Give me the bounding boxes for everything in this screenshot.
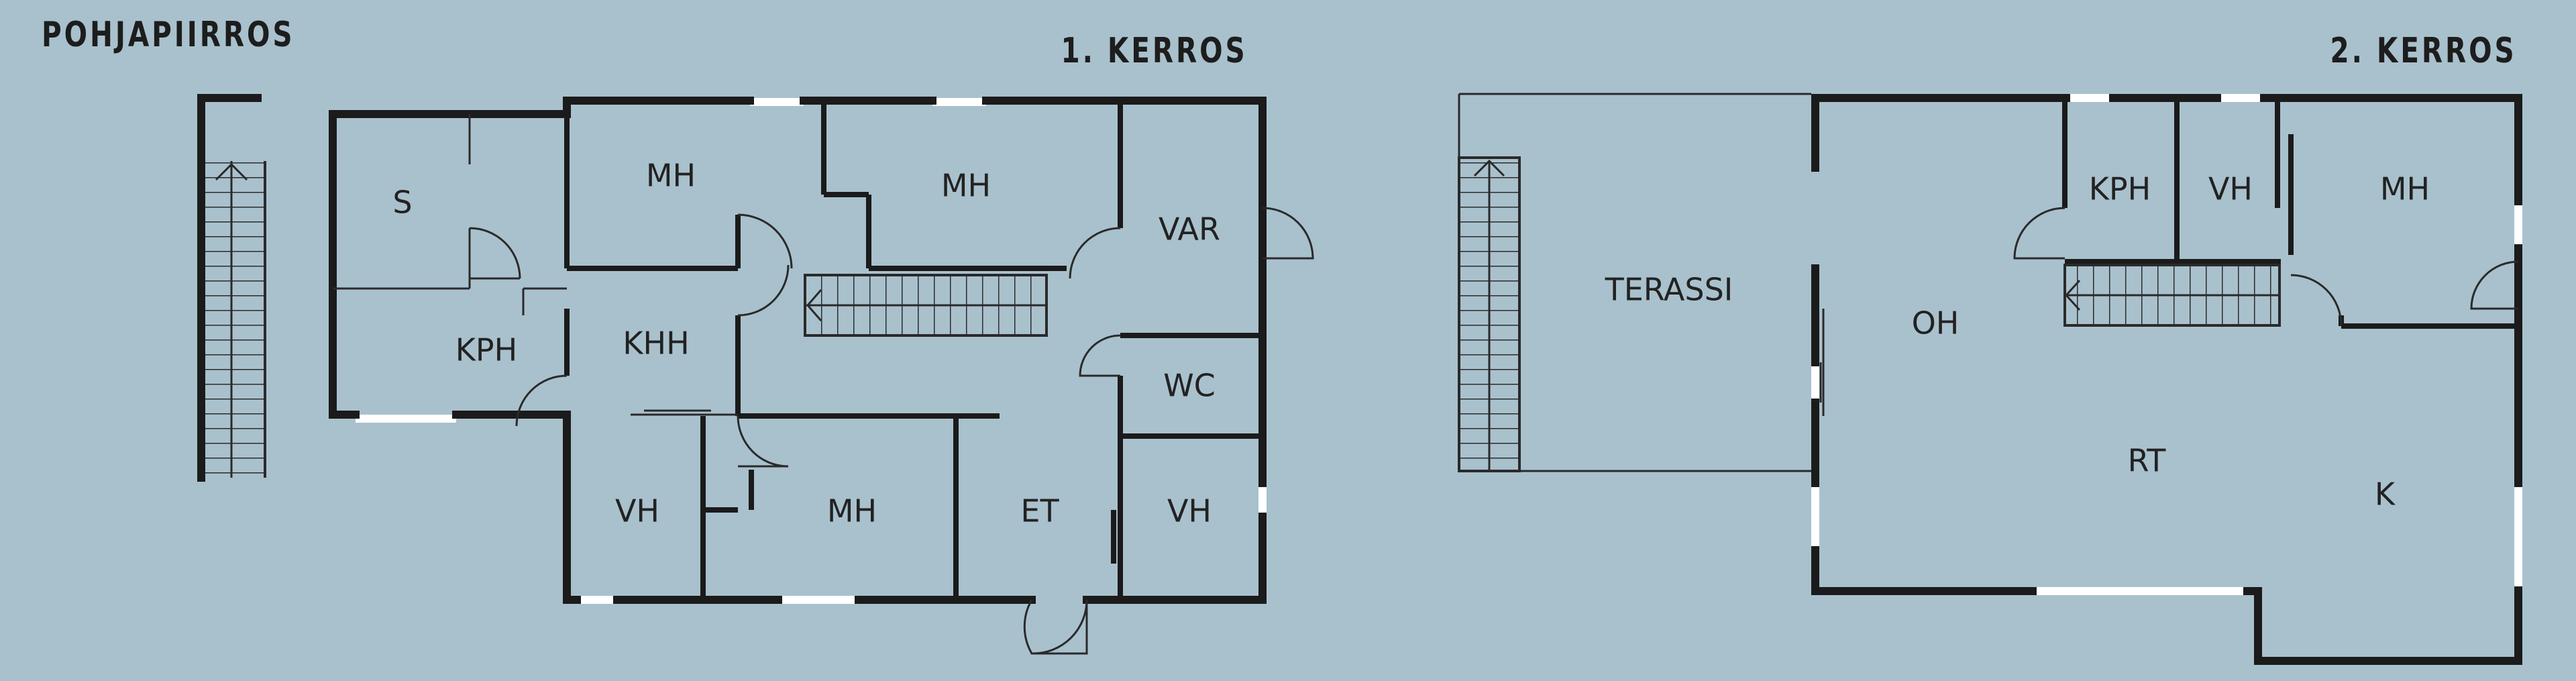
floor-1-thin-lines xyxy=(333,114,738,416)
floor-2-walls xyxy=(1811,94,2522,665)
terrace xyxy=(1458,93,1811,472)
floor-2-title: 2. KERROS xyxy=(2330,31,2517,71)
room-label: KPH xyxy=(455,332,518,368)
room-label: TERASSI xyxy=(1605,272,1733,308)
floor-1-doors xyxy=(469,207,1314,655)
room-label: ET xyxy=(1020,493,1059,529)
room-label: VH xyxy=(2208,171,2253,207)
floor-2-interior-walls xyxy=(2062,98,2518,329)
room-label: OH xyxy=(1912,305,1960,342)
room-label: VH xyxy=(615,493,659,529)
floor-1-room-labels: S MH MH VAR KPH KHH WC VH MH ET VH xyxy=(392,158,1220,529)
room-label: RT xyxy=(2128,443,2167,479)
page-title: POHJAPIIRROS xyxy=(42,15,295,55)
floor-1-interior-walls xyxy=(564,101,1263,600)
floor-2-plan: TERASSI KPH VH MH OH RT K xyxy=(1458,93,2522,665)
room-label: S xyxy=(392,185,412,221)
room-label: WC xyxy=(1163,368,1216,404)
room-label: KPH xyxy=(2089,171,2151,207)
room-label: MH xyxy=(941,168,991,204)
room-label: MH xyxy=(646,158,696,194)
room-label: KHH xyxy=(623,325,689,362)
floor-2-windows xyxy=(1811,94,2522,595)
external-staircase xyxy=(197,94,266,482)
floor-2-internal-staircase xyxy=(2063,264,2281,327)
room-label: MH xyxy=(2380,171,2430,207)
floor-2-room-labels: TERASSI KPH VH MH OH RT K xyxy=(1605,171,2430,513)
floor-1-plan: S MH MH VAR KPH KHH WC VH MH ET VH xyxy=(197,94,1314,655)
room-label: VH xyxy=(1167,493,1212,529)
room-label: MH xyxy=(827,493,877,529)
floor-1-title: 1. KERROS xyxy=(1061,31,1248,71)
floor-2-doors xyxy=(2013,207,2519,326)
floor-2-thin-lines xyxy=(1819,309,1825,416)
floor-1-internal-staircase xyxy=(804,274,1048,337)
floor-1-windows xyxy=(356,98,1267,604)
room-label: K xyxy=(2375,476,2396,513)
room-label: VAR xyxy=(1159,211,1220,248)
